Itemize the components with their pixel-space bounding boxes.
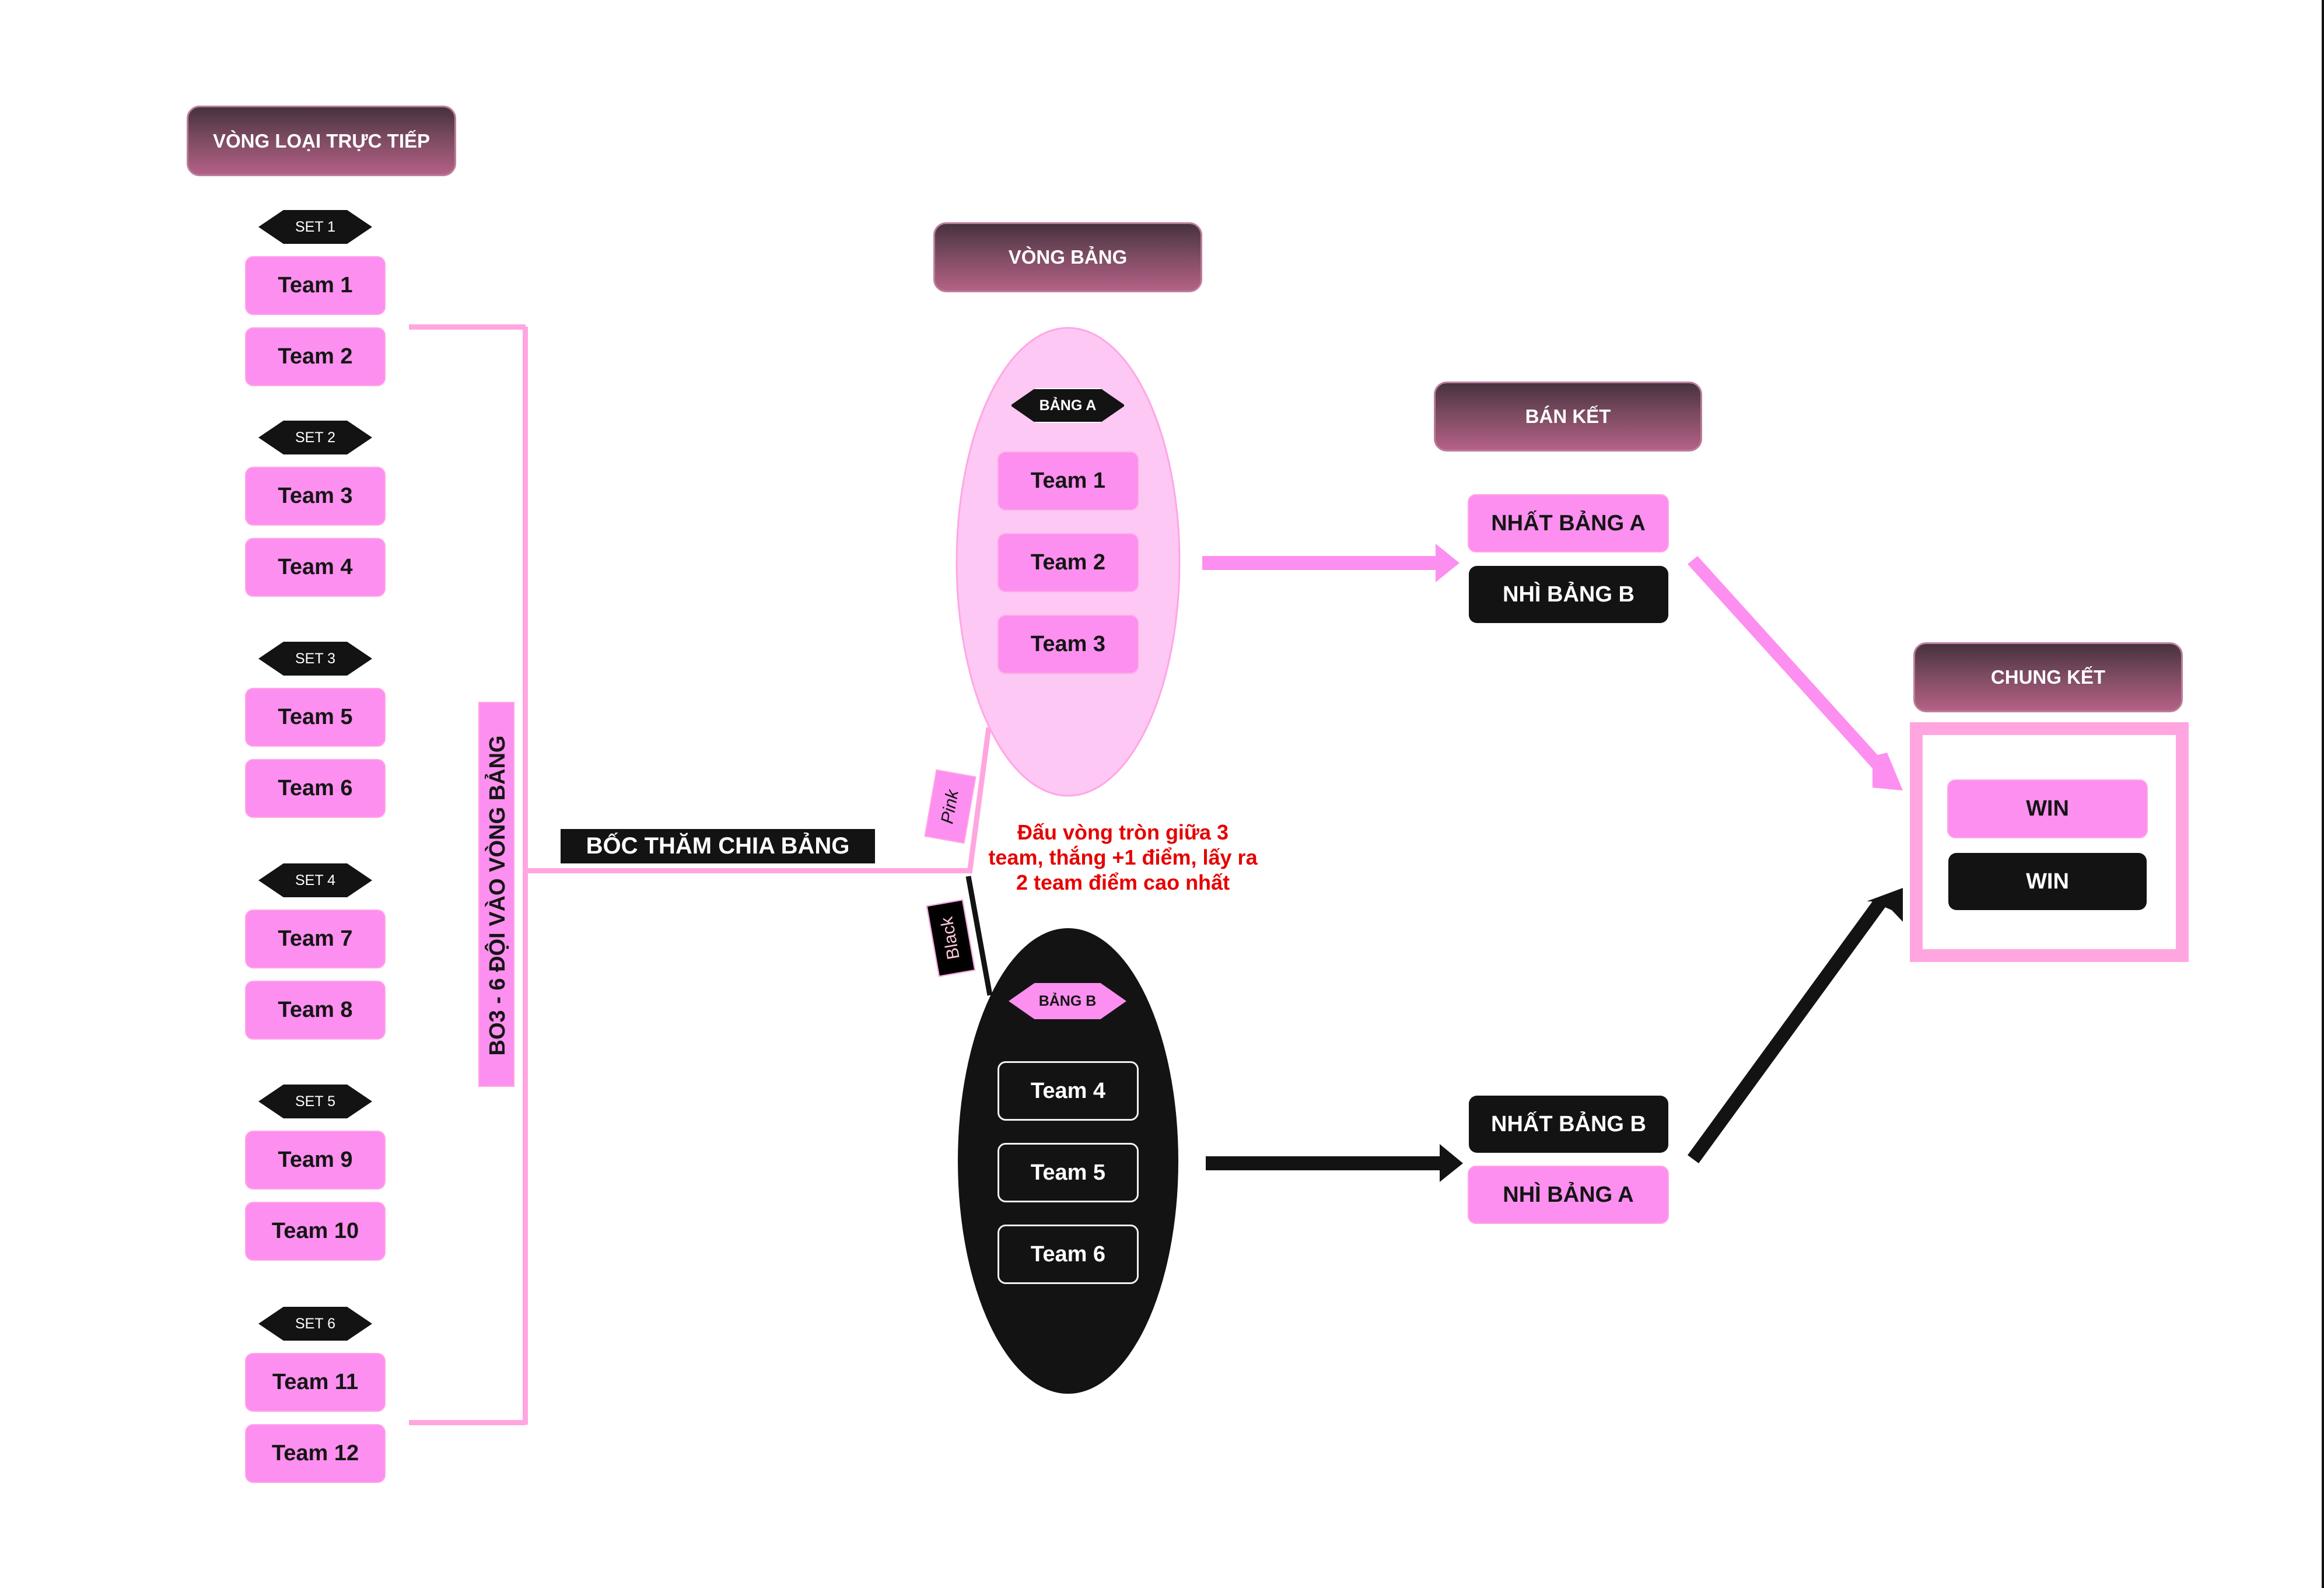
bracket-bottom-line <box>409 1420 526 1425</box>
group-rule-note-line: team, thắng +1 điểm, lấy ra <box>988 845 1258 869</box>
qualifier-team[interactable]: Team 2 <box>245 327 386 386</box>
set-badge: SET 4 <box>258 863 372 897</box>
bracket-label-box: BO3 - 6 ĐỘI VÀO VÒNG BẢNG <box>478 702 514 1087</box>
arrow-semi-1-to-final <box>1688 556 1903 790</box>
group-a-team[interactable]: Team 3 <box>998 615 1139 674</box>
stage-header-group: VÒNG BẢNG <box>933 222 1202 292</box>
semifinal-2-top[interactable]: NHẤT BẢNG B <box>1469 1096 1668 1153</box>
set-badge: SET 6 <box>258 1307 372 1341</box>
qualifier-team[interactable]: Team 9 <box>245 1131 386 1190</box>
bracket-top-line <box>409 324 526 330</box>
group-rule-note: Đấu vòng tròn giữa 3 team, thắng +1 điểm… <box>980 820 1266 895</box>
draw-horizontal-line <box>525 868 971 873</box>
arrow-group-a-to-semi <box>1202 544 1460 582</box>
group-a-team[interactable]: Team 2 <box>998 533 1139 592</box>
group-a-team[interactable]: Team 1 <box>998 452 1139 510</box>
stage-header-semifinal: BÁN KẾT <box>1434 382 1702 452</box>
final-frame <box>1910 722 2189 962</box>
qualifier-team[interactable]: Team 11 <box>245 1353 386 1412</box>
final-winner-1[interactable]: WIN <box>1947 779 2148 838</box>
stage-header-qualifier: VÒNG LOẠI TRỰC TIẾP <box>187 106 456 176</box>
stage-header-final: CHUNG KẾT <box>1913 642 2183 712</box>
pink-branch-label: Pink <box>937 788 963 826</box>
qualifier-team[interactable]: Team 8 <box>245 981 386 1040</box>
qualifier-team[interactable]: Team 5 <box>245 688 386 747</box>
pink-branch-line <box>967 727 992 874</box>
qualifier-team[interactable]: Team 6 <box>245 759 386 818</box>
page-edge-line <box>2322 0 2324 1588</box>
draw-label: BỐC THĂM CHIA BẢNG <box>561 829 875 863</box>
set-badge: SET 2 <box>258 421 372 454</box>
set-badge: SET 1 <box>258 210 372 244</box>
group-b-team[interactable]: Team 5 <box>998 1143 1139 1202</box>
black-branch-label: Black <box>937 915 964 961</box>
group-a-badge: BẢNG A <box>1010 388 1125 423</box>
final-winner-2[interactable]: WIN <box>1948 853 2147 910</box>
group-b-badge: BẢNG B <box>1009 983 1126 1019</box>
set-badge: SET 3 <box>258 642 372 676</box>
arrow-semi-2-to-final <box>1688 888 1903 1163</box>
set-badge: SET 5 <box>258 1085 372 1118</box>
bracket-label: BO3 - 6 ĐỘI VÀO VÒNG BẢNG <box>485 735 510 1056</box>
qualifier-team[interactable]: Team 10 <box>245 1202 386 1261</box>
semifinal-1-top[interactable]: NHẤT BẢNG A <box>1468 494 1669 552</box>
qualifier-team[interactable]: Team 7 <box>245 910 386 968</box>
semifinal-1-bottom[interactable]: NHÌ BẢNG B <box>1469 566 1668 623</box>
bracket-vertical-line <box>523 327 528 1425</box>
qualifier-team[interactable]: Team 1 <box>245 256 386 315</box>
qualifier-team[interactable]: Team 4 <box>245 538 386 597</box>
group-rule-note-line: Đấu vòng tròn giữa 3 <box>1017 820 1229 844</box>
group-rule-note-line: 2 team điểm cao nhất <box>1016 870 1230 894</box>
arrow-group-b-to-semi <box>1206 1144 1463 1182</box>
black-branch-line <box>965 876 993 996</box>
semifinal-2-bottom[interactable]: NHÌ BẢNG A <box>1468 1166 1669 1224</box>
group-b-team[interactable]: Team 6 <box>998 1225 1139 1284</box>
group-b-team[interactable]: Team 4 <box>998 1061 1139 1121</box>
qualifier-team[interactable]: Team 12 <box>245 1424 386 1483</box>
qualifier-team[interactable]: Team 3 <box>245 467 386 526</box>
